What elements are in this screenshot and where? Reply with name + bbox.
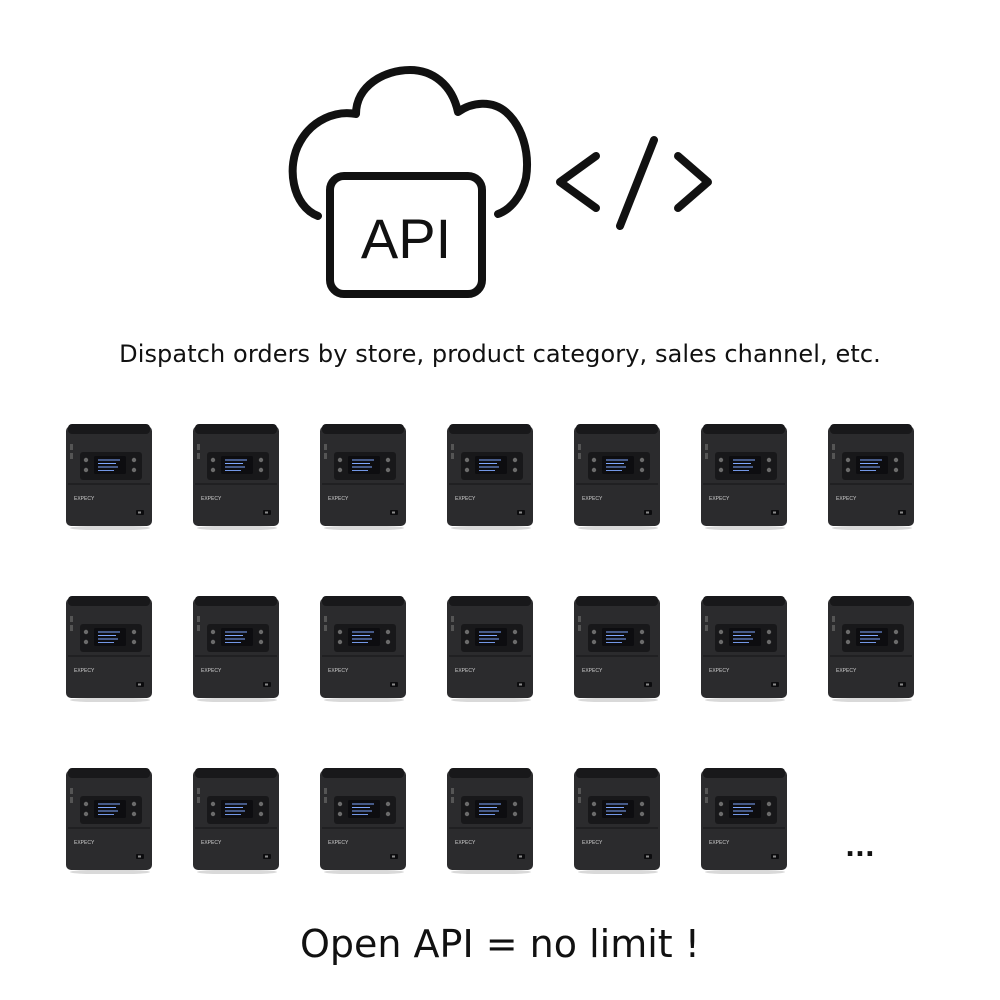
receipt-printer-icon: EXPECY [572, 420, 662, 531]
receipt-printer-icon: EXPECY [572, 592, 662, 703]
receipt-printer-icon: EXPECY [699, 420, 789, 531]
svg-text:EXPECY: EXPECY [328, 840, 349, 846]
receipt-printer-icon: EXPECY [64, 420, 154, 531]
svg-text:EXPECY: EXPECY [328, 496, 349, 502]
svg-text:EXPECY: EXPECY [455, 668, 476, 674]
more-indicator: ... [845, 833, 875, 863]
svg-text:EXPECY: EXPECY [836, 668, 857, 674]
receipt-printer-icon: EXPECY [826, 420, 916, 531]
svg-text:EXPECY: EXPECY [201, 496, 222, 502]
receipt-printer-icon: EXPECY [191, 420, 281, 531]
svg-text:EXPECY: EXPECY [201, 840, 222, 846]
svg-text:EXPECY: EXPECY [709, 496, 730, 502]
footer-headline: Open API = no limit ! [299, 922, 700, 966]
svg-text:EXPECY: EXPECY [74, 496, 95, 502]
printer-grid: EXPECY EXPECY EXPECY EXPECY EXPECY EXPECY EXPE… [64, 420, 944, 880]
api-box-icon [326, 172, 486, 298]
receipt-printer-icon: EXPECY [445, 420, 535, 531]
receipt-printer-icon: EXPECY [699, 592, 789, 703]
svg-text:EXPECY: EXPECY [582, 668, 603, 674]
code-brackets-icon [556, 136, 712, 230]
tagline: Dispatch orders by store, product catego… [119, 340, 881, 368]
svg-text:EXPECY: EXPECY [836, 496, 857, 502]
receipt-printer-icon: EXPECY [572, 764, 662, 875]
receipt-printer-icon: EXPECY [445, 764, 535, 875]
svg-text:EXPECY: EXPECY [74, 668, 95, 674]
svg-text:EXPECY: EXPECY [201, 668, 222, 674]
svg-text:EXPECY: EXPECY [328, 668, 349, 674]
svg-text:EXPECY: EXPECY [709, 668, 730, 674]
receipt-printer-icon: EXPECY [191, 764, 281, 875]
receipt-printer-icon: EXPECY [318, 764, 408, 875]
svg-text:EXPECY: EXPECY [709, 840, 730, 846]
api-label: API [361, 207, 451, 270]
svg-text:EXPECY: EXPECY [74, 840, 95, 846]
cloud-icon [288, 66, 531, 220]
receipt-printer-icon: EXPECY [699, 764, 789, 875]
receipt-printer-icon: EXPECY [64, 764, 154, 875]
svg-text:EXPECY: EXPECY [455, 496, 476, 502]
receipt-printer-icon: EXPECY [445, 592, 535, 703]
receipt-printer-icon: EXPECY [191, 592, 281, 703]
receipt-printer-icon: EXPECY [64, 592, 154, 703]
hero-graphic: API [288, 66, 712, 298]
svg-text:EXPECY: EXPECY [582, 840, 603, 846]
receipt-printer-icon: EXPECY [318, 592, 408, 703]
svg-text:EXPECY: EXPECY [582, 496, 603, 502]
svg-text:EXPECY: EXPECY [455, 840, 476, 846]
receipt-printer-icon: EXPECY [826, 592, 916, 703]
receipt-printer-icon: EXPECY [318, 420, 408, 531]
